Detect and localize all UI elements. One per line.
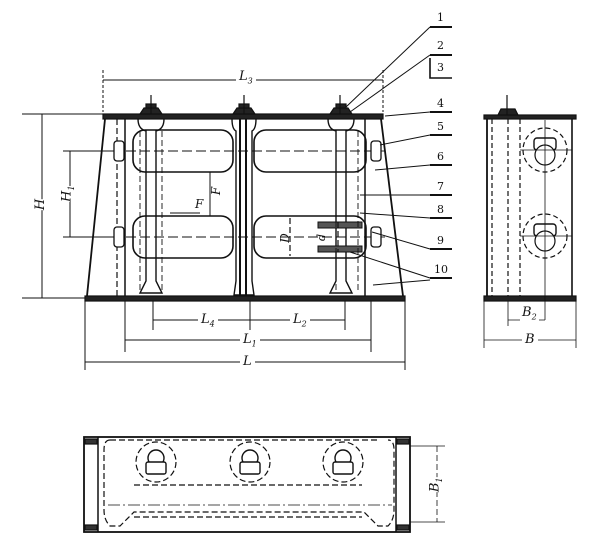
- callout-4: 4: [437, 97, 444, 110]
- dim-L4: L4: [198, 313, 218, 329]
- front-view: [70, 95, 406, 302]
- callout-1: 1: [437, 11, 444, 24]
- top-view: [83, 436, 445, 533]
- callout-leaders: [345, 26, 452, 286]
- dim-L3: L3: [236, 70, 256, 86]
- dim-d: d: [315, 233, 329, 242]
- dim-H1: H1: [59, 185, 77, 203]
- dim-B2: B2: [520, 305, 539, 322]
- callout-3: 3: [437, 61, 444, 74]
- dim-B: B: [522, 333, 538, 346]
- callout-10: 10: [434, 263, 448, 276]
- dim-F-horizontal: F: [195, 197, 204, 211]
- callout-5: 5: [437, 120, 444, 133]
- dim-F-vertical: F: [209, 186, 224, 196]
- dim-D: D: [277, 233, 292, 243]
- callout-8: 8: [437, 203, 444, 216]
- dim-L2: L2: [290, 313, 310, 329]
- callout-9: 9: [437, 234, 444, 247]
- dim-H: H: [33, 198, 49, 211]
- callout-7: 7: [437, 180, 444, 193]
- side-view: [483, 95, 577, 348]
- callout-2: 2: [437, 39, 444, 52]
- dim-L1: L1: [240, 333, 260, 349]
- dim-B1: B1: [427, 477, 445, 493]
- callout-6: 6: [437, 150, 444, 163]
- dim-L: L: [240, 355, 255, 368]
